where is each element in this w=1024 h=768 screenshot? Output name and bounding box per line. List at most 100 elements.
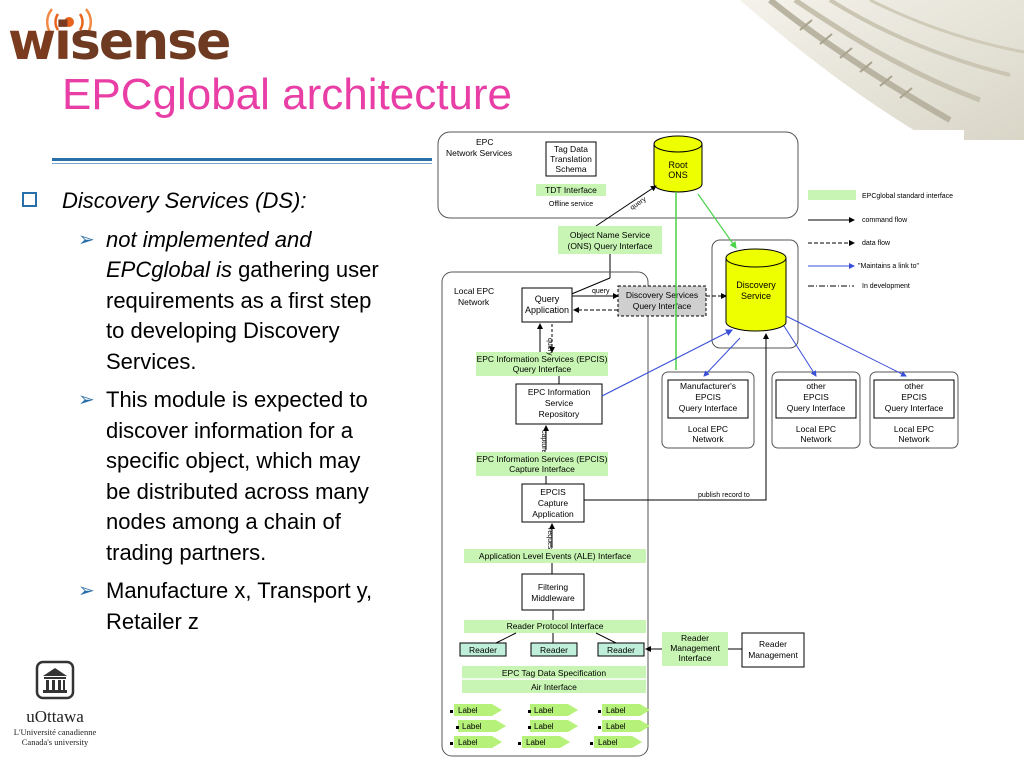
legend-dev-label: In development bbox=[862, 283, 910, 290]
logo-text-sense: sense bbox=[69, 12, 231, 72]
reader-box-2 bbox=[530, 642, 578, 657]
svg-text:Label: Label bbox=[606, 722, 626, 731]
svg-text:Label: Label bbox=[462, 722, 482, 731]
epcis-query-interface-label: EPC Information Services (EPCIS)Query In… bbox=[477, 354, 608, 374]
reader-label-1: Reader bbox=[469, 645, 497, 655]
svg-text:Label: Label bbox=[458, 738, 478, 747]
legend-command-label: command flow bbox=[862, 217, 908, 224]
bullet-item: ➢This module is expected to discover inf… bbox=[78, 387, 369, 565]
wifi-signal-icon bbox=[45, 8, 93, 32]
diagram-legend: EPCglobal standard interface command flo… bbox=[808, 190, 953, 290]
legend-standard-label: EPCglobal standard interface bbox=[862, 193, 953, 200]
epc-tag-data-spec-label: EPC Tag Data Specification bbox=[502, 668, 607, 678]
arrow-bullet-icon: ➢ bbox=[78, 228, 95, 251]
logo-text-wi: wi bbox=[8, 12, 72, 72]
decorative-header-image bbox=[740, 0, 1024, 140]
ons-query-interface-label: Object Name Service(ONS) Query Interface bbox=[567, 230, 652, 251]
ons-query-interface-box bbox=[558, 226, 662, 254]
rfid-tag: Label bbox=[456, 720, 506, 732]
bullet-list: Discovery Services (DS): ➢not implemente… bbox=[20, 186, 390, 637]
legend-standard-swatch bbox=[808, 190, 856, 200]
epcis-repository-box bbox=[515, 383, 603, 425]
rfid-tag: Label bbox=[450, 704, 502, 716]
filtering-middleware-box bbox=[521, 573, 585, 611]
rfid-tag: Label bbox=[590, 736, 642, 748]
air-interface-label: Air Interface bbox=[531, 682, 577, 692]
tag-data-translation-box bbox=[545, 141, 597, 177]
local-epc-network-box bbox=[441, 271, 649, 757]
reader-management-box bbox=[741, 632, 805, 668]
arrow-bullet-icon: ➢ bbox=[78, 580, 95, 602]
reader-management-interface-box bbox=[662, 632, 728, 666]
ale-interface-box bbox=[464, 549, 646, 563]
reader-label-3: Reader bbox=[607, 645, 635, 655]
svg-text:Label: Label bbox=[598, 738, 618, 747]
bullet-item: ➢Manufacture x, Transport y, Retailer z bbox=[78, 578, 373, 634]
epcis-capture-application-box bbox=[521, 483, 585, 523]
capture-label: capture bbox=[540, 430, 547, 453]
arrow-bullet-icon: ➢ bbox=[78, 389, 95, 411]
root-ons-cylinder bbox=[653, 135, 703, 193]
rfid-tag: Label bbox=[518, 736, 570, 748]
discovery-service-box bbox=[711, 239, 799, 349]
svg-text:Label: Label bbox=[526, 738, 546, 747]
rfid-tag: Label bbox=[450, 736, 502, 748]
query-label-ds: query bbox=[592, 288, 610, 295]
epcis-capture-interface-box bbox=[476, 452, 608, 476]
wisense-logo: wisense bbox=[8, 6, 231, 70]
university-building-icon bbox=[35, 660, 75, 700]
discovery-services-query-interface-box bbox=[617, 285, 707, 317]
query-application-box bbox=[521, 287, 573, 323]
reader-box-1 bbox=[459, 642, 507, 657]
tdt-interface-label: TDT Interface bbox=[545, 185, 597, 195]
slide-title: EPCglobal architecture bbox=[62, 70, 513, 119]
rfid-label-tags: Label Label Label Label Label Label Labe… bbox=[450, 704, 650, 748]
university-name: uOttawa bbox=[26, 707, 84, 726]
university-tagline-fr: L'Université canadienne bbox=[13, 727, 97, 737]
legend-data-label: data flow bbox=[862, 240, 891, 247]
university-tagline-en: Canada's university bbox=[21, 737, 89, 747]
offline-service-label: Offline service bbox=[549, 201, 593, 208]
svg-text:Label: Label bbox=[534, 722, 554, 731]
bullet-heading: Discovery Services (DS): bbox=[20, 186, 390, 217]
bullet-item: ➢not implemented and EPCglobal is gather… bbox=[78, 226, 379, 374]
reader-label-2: Reader bbox=[540, 645, 568, 655]
rfid-tag: Label bbox=[598, 720, 650, 732]
rfid-tag: Label bbox=[528, 720, 578, 732]
ale-interface-label: Application Level Events (ALE) Interface bbox=[479, 551, 631, 561]
rfid-tag: Label bbox=[528, 704, 578, 716]
epc-network-services-box bbox=[437, 131, 799, 219]
rfid-tag: Label bbox=[598, 704, 650, 716]
square-bullet-icon bbox=[22, 192, 37, 207]
reader-protocol-interface-label: Reader Protocol Interface bbox=[507, 621, 604, 631]
publish-record-label: publish record to bbox=[698, 492, 750, 499]
reader-protocol-interface-box bbox=[464, 620, 646, 633]
reader-box-3 bbox=[597, 642, 645, 657]
tdt-interface-box bbox=[536, 184, 606, 196]
epcis-capture-interface-label: EPC Information Services (EPCIS)Capture … bbox=[477, 454, 608, 474]
svg-text:Label: Label bbox=[534, 706, 554, 715]
epcis-query-interface-box bbox=[476, 352, 608, 376]
request-label: request bbox=[546, 528, 553, 551]
svg-text:Label: Label bbox=[606, 706, 626, 715]
title-divider-thin bbox=[52, 163, 432, 164]
